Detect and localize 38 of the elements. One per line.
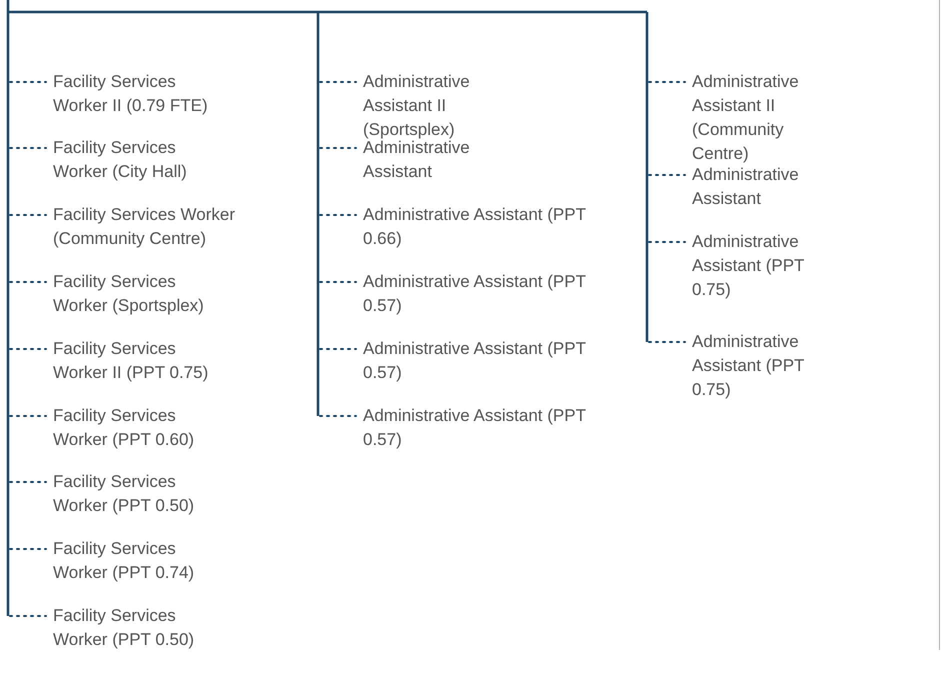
job-title: Facility Services Worker (PPT 0.50) <box>53 470 223 518</box>
job-title: Administrative Assistant (PPT 0.57) <box>363 337 613 385</box>
job-title: Facility Services Worker (Sportsplex) <box>53 270 223 318</box>
job-title: Facility Services Worker (PPT 0.60) <box>53 404 223 452</box>
job-title: Facility Services Worker (PPT 0.50) <box>53 604 223 652</box>
dotted-connector <box>9 481 47 483</box>
dotted-connector <box>319 81 357 83</box>
job-title: Administrative Assistant II (Community Centre) <box>692 70 842 166</box>
dotted-connector <box>9 147 47 149</box>
job-title: Administrative Assistant (PPT 0.75) <box>692 330 842 402</box>
dotted-connector <box>319 415 357 417</box>
job-title: Administrative Assistant (PPT 0.66) <box>363 203 613 251</box>
dotted-connector <box>9 281 47 283</box>
dotted-connector <box>319 214 357 216</box>
job-title: Administrative Assistant II (Sportsplex) <box>363 70 535 142</box>
job-title: Administrative Assistant (PPT 0.75) <box>692 230 842 302</box>
job-title: Facility Services Worker (PPT 0.74) <box>53 537 223 585</box>
dotted-connector <box>9 615 47 617</box>
job-title: Administrative Assistant <box>692 163 842 211</box>
dotted-connector <box>9 348 47 350</box>
dotted-connector <box>9 548 47 550</box>
dotted-connector <box>9 415 47 417</box>
dotted-connector <box>9 214 47 216</box>
job-title: Administrative Assistant (PPT 0.57) <box>363 270 613 318</box>
job-title: Administrative Assistant (PPT 0.57) <box>363 404 613 452</box>
dotted-connector <box>648 174 686 176</box>
dotted-connector <box>319 348 357 350</box>
job-title: Facility Services Worker II (PPT 0.75) <box>53 337 223 385</box>
job-title: Facility Services Worker (Community Centre) <box>53 203 303 251</box>
dotted-connector <box>648 81 686 83</box>
dotted-connector <box>648 241 686 243</box>
dotted-connector <box>319 147 357 149</box>
org-chart-trunk <box>6 0 648 616</box>
dotted-connector <box>9 81 47 83</box>
dotted-connector <box>648 341 686 343</box>
job-title: Facility Services Worker II (0.79 FTE) <box>53 70 223 118</box>
job-title: Facility Services Worker (City Hall) <box>53 136 223 184</box>
dotted-connector <box>319 281 357 283</box>
